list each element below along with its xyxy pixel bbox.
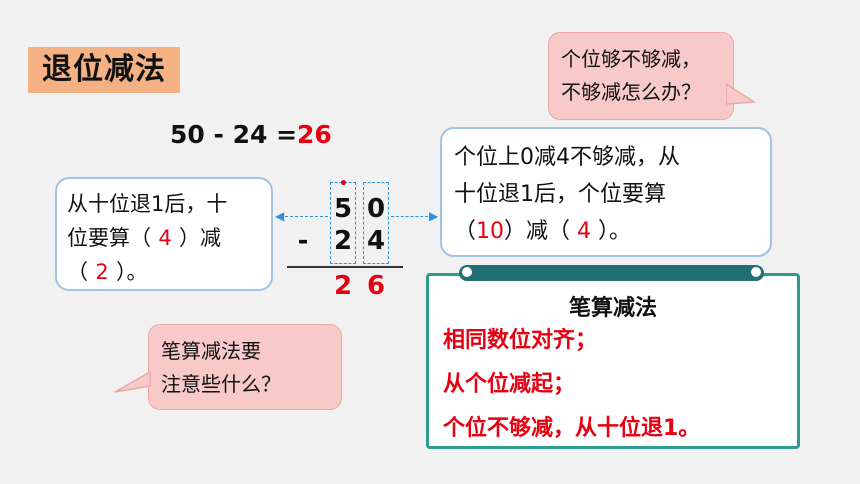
left-card-line1: 从十位退1后，十 bbox=[67, 192, 228, 216]
equation-answer: 26 bbox=[297, 120, 332, 149]
left-blank-1: 4 bbox=[158, 226, 172, 250]
left-blank-2: 2 bbox=[95, 260, 109, 284]
top-digit-ones: 0 bbox=[366, 194, 386, 224]
method-header-ring-left bbox=[462, 267, 472, 277]
borrow-dot-icon: • bbox=[339, 176, 348, 192]
method-rule-2: 从个位减起； bbox=[443, 372, 576, 397]
method-rule-3: 个位不够减，从十位退1。 bbox=[443, 416, 701, 441]
right-arrow-head-icon: ▶ bbox=[429, 209, 439, 223]
top-digit-tens: 5 bbox=[333, 194, 353, 224]
left-explanation-card: 从十位退1后，十 位要算（4）减 （2）。 bbox=[55, 177, 273, 291]
tens-column-box bbox=[330, 182, 356, 264]
bubble-top-line1: 个位够不够减， bbox=[561, 47, 701, 71]
bubble-bottom-tail bbox=[114, 370, 151, 393]
left-dashed-arrow bbox=[280, 216, 328, 217]
equation-text: 50 - 24 = bbox=[170, 120, 298, 149]
method-heading: 笔算减法 bbox=[568, 296, 657, 321]
right-card-line2: 十位退1后，个位要算 bbox=[454, 182, 666, 207]
right-card-line3: （10）减（4）。 bbox=[454, 213, 758, 250]
right-card-line1: 个位上0减4不够减，从 bbox=[454, 145, 680, 170]
bottom-digit-ones: 4 bbox=[366, 226, 386, 256]
question-bubble-bottom: 笔算减法要 注意些什么？ bbox=[148, 324, 342, 410]
result-digit-tens: 2 bbox=[333, 271, 353, 301]
result-digit-ones: 6 bbox=[366, 271, 386, 301]
left-card-line2: 位要算（4）减 bbox=[67, 221, 261, 255]
right-explanation-card: 个位上0减4不够减，从 十位退1后，个位要算 （10）减（4）。 bbox=[440, 127, 772, 257]
right-dashed-arrow bbox=[391, 216, 433, 217]
left-card-line3: （2）。 bbox=[67, 255, 261, 289]
right-blank-1: 10 bbox=[476, 219, 505, 244]
method-rule-1: 相同数位对齐； bbox=[443, 328, 598, 353]
result-line bbox=[287, 266, 403, 268]
method-header-bar bbox=[459, 265, 764, 281]
bubble-top-line2: 不够减怎么办？ bbox=[561, 80, 701, 104]
method-summary-box: 笔算减法 相同数位对齐； 从个位减起； 个位不够减，从十位退1。 bbox=[426, 273, 800, 449]
method-header-ring-right bbox=[751, 267, 761, 277]
bottom-digit-tens: 2 bbox=[333, 226, 353, 256]
left-arrow-head-icon: ◀ bbox=[275, 209, 285, 223]
bubble-bottom-line2: 注意些什么？ bbox=[161, 372, 281, 396]
right-blank-2: 4 bbox=[577, 219, 592, 244]
ones-column-box bbox=[363, 182, 389, 264]
bubble-top-tail bbox=[726, 83, 756, 105]
equation: 50 - 24 =26 bbox=[170, 120, 332, 149]
minus-sign: - bbox=[297, 226, 309, 256]
bubble-bottom-line1: 笔算减法要 bbox=[161, 339, 261, 363]
question-bubble-top: 个位够不够减， 不够减怎么办？ bbox=[548, 32, 734, 120]
page-title: 退位减法 bbox=[28, 47, 180, 93]
